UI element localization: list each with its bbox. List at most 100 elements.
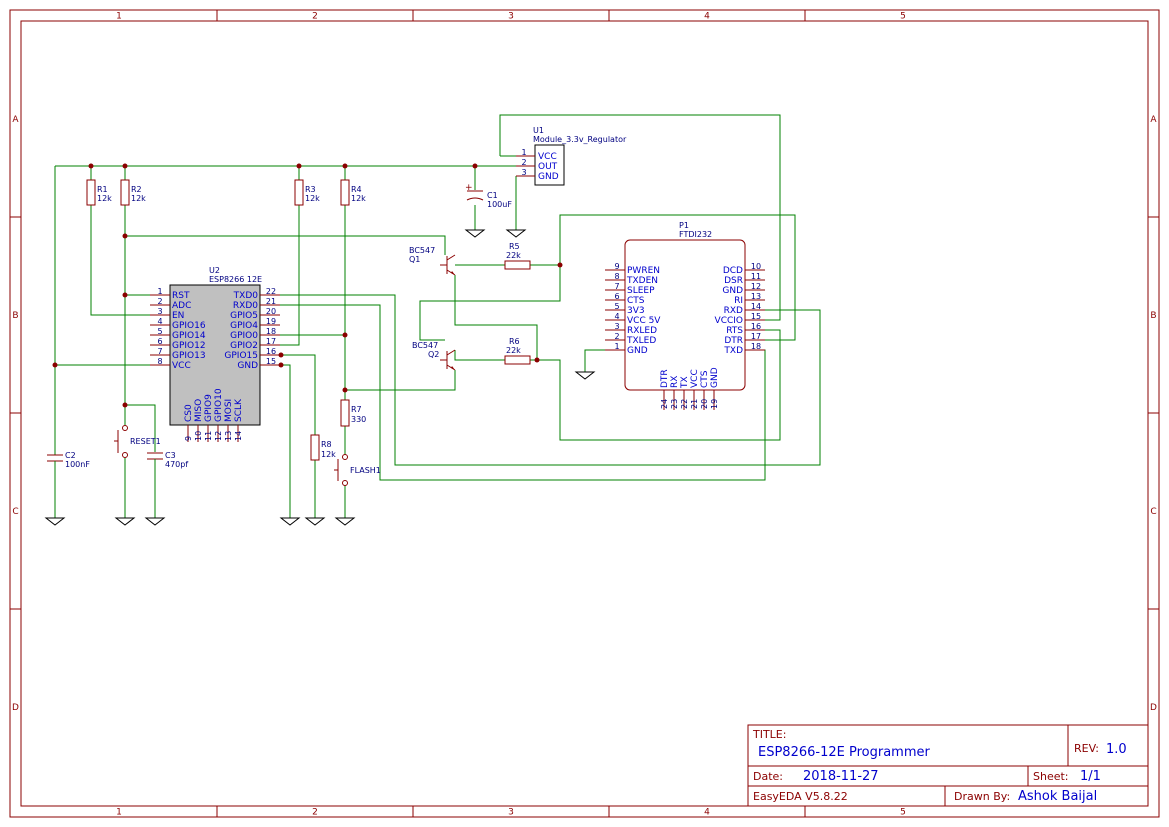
r8-value: 12k (321, 450, 336, 459)
zone-column-label: 4 (704, 808, 710, 818)
pin-number: 19 (266, 317, 276, 326)
ground-icon (114, 517, 136, 526)
resistor-r4[interactable]: R4 12k (340, 179, 366, 206)
switch-flash[interactable]: FLASH1 (334, 454, 381, 486)
pin-name: GPIO16 (172, 321, 206, 331)
pin-name: PWREN (627, 266, 660, 276)
pin-name: GPIO15 (224, 351, 258, 361)
sheet-label: Sheet: (1033, 770, 1069, 783)
pin-name: GND (237, 361, 258, 371)
resistor-r7[interactable]: R7 330 (340, 399, 366, 427)
r1-ref: R1 (97, 185, 108, 194)
rev-value: 1.0 (1106, 742, 1127, 757)
pin-number: 6 (157, 337, 162, 346)
pin-number: 6 (614, 292, 619, 301)
resistor-r8[interactable]: R8 12k (310, 434, 336, 461)
c1-ref: C1 (487, 191, 498, 200)
switch-reset[interactable]: RESET1 (114, 425, 161, 458)
pin-name: ADC (172, 301, 191, 311)
q1-value: BC547 (409, 246, 435, 255)
ground-icon (574, 371, 596, 380)
pin-name: RX (670, 376, 680, 388)
zone-row-label: C (1150, 507, 1156, 517)
q1-ref: Q1 (409, 255, 420, 264)
transistor-q2[interactable]: BC547 Q2 (412, 341, 456, 371)
r5-ref: R5 (509, 242, 520, 251)
pin-name: GPIO0 (230, 331, 258, 341)
resistor-r6[interactable]: R6 22k (504, 337, 531, 365)
pin-name: SLEEP (627, 286, 655, 296)
q2-ref: Q2 (428, 350, 439, 359)
pin-name: GPIO10 (214, 388, 224, 422)
c3-value: 470pf (165, 460, 188, 469)
resistor-r2[interactable]: R2 12k (120, 179, 146, 206)
p1-value: FTDI232 (679, 230, 712, 239)
r3-ref: R3 (305, 185, 316, 194)
pin-number: 20 (700, 399, 709, 409)
pin-number: 4 (157, 317, 162, 326)
c2-ref: C2 (65, 451, 76, 460)
pin-number: 22 (266, 287, 276, 296)
transistor-q1[interactable]: BC547 Q1 (409, 246, 456, 276)
r8-ref: R8 (321, 440, 332, 449)
pin-number: 12 (214, 431, 223, 441)
pin-number: 24 (660, 399, 669, 409)
capacitor-c1[interactable]: + C1 100uF (465, 183, 512, 209)
pin-name: RI (734, 296, 743, 306)
pin-number: 13 (224, 431, 233, 441)
ground-icon (44, 517, 66, 526)
pin-number: 1 (614, 342, 619, 351)
zone-column-label: 1 (116, 808, 122, 818)
pin-name: GND (710, 367, 720, 388)
pin-name: GND (627, 346, 648, 356)
pin-name: VCC (690, 369, 700, 388)
zone-row-label: D (1150, 703, 1157, 713)
ground-symbols (44, 229, 596, 526)
pin-number: 17 (266, 337, 276, 346)
capacitor-c3[interactable]: C3 470pf (147, 451, 188, 470)
pin-name: RXLED (627, 326, 657, 336)
pin-name: DCD (723, 266, 743, 276)
pin-name: CS0 (184, 404, 194, 422)
zone-column-label: 3 (508, 12, 514, 22)
pin-number: 2 (614, 332, 619, 341)
r3-value: 12k (305, 194, 320, 203)
pin-name: RST (172, 291, 190, 301)
pin-number: 19 (710, 399, 719, 409)
pin-number: 11 (204, 431, 213, 441)
resistor-r5[interactable]: R5 22k (504, 242, 531, 270)
zone-row-label: A (1150, 115, 1157, 125)
capacitor-c2[interactable]: C2 100nF (47, 451, 90, 469)
pin-name: TX (680, 376, 690, 389)
pin-number: 3 (614, 322, 619, 331)
r1-value: 12k (97, 194, 112, 203)
tool-version: EasyEDA V5.8.22 (753, 790, 848, 803)
pin-name: DTR (724, 336, 743, 346)
pin-name: TXD0 (233, 291, 259, 301)
flash-ref: FLASH1 (350, 466, 381, 475)
pin-number: 10 (751, 262, 761, 271)
zone-column-label: 3 (508, 808, 514, 818)
ground-icon (304, 517, 326, 526)
drawing-title: ESP8266-12E Programmer (758, 745, 930, 760)
pin-number: 9 (614, 262, 619, 271)
zone-column-label: 4 (704, 12, 710, 22)
pin-name: DSR (724, 276, 743, 286)
pin-name: GND (722, 286, 743, 296)
rev-label: REV: (1074, 742, 1099, 755)
pin-number: 18 (751, 342, 761, 351)
resistor-r1[interactable]: R1 12k (86, 179, 112, 206)
ground-icon (279, 517, 301, 526)
pin-number: 12 (751, 282, 761, 291)
q2-value: BC547 (412, 341, 438, 350)
u1-value: Module_3.3v_Regulator (533, 135, 627, 144)
pin-number: 5 (157, 327, 162, 336)
drawn-by-value: Ashok Baijal (1018, 789, 1097, 804)
u1-ref: U1 (533, 126, 544, 135)
pin-number: 8 (614, 272, 619, 281)
r7-ref: R7 (351, 405, 362, 414)
resistor-r3[interactable]: R3 12k (294, 179, 320, 206)
